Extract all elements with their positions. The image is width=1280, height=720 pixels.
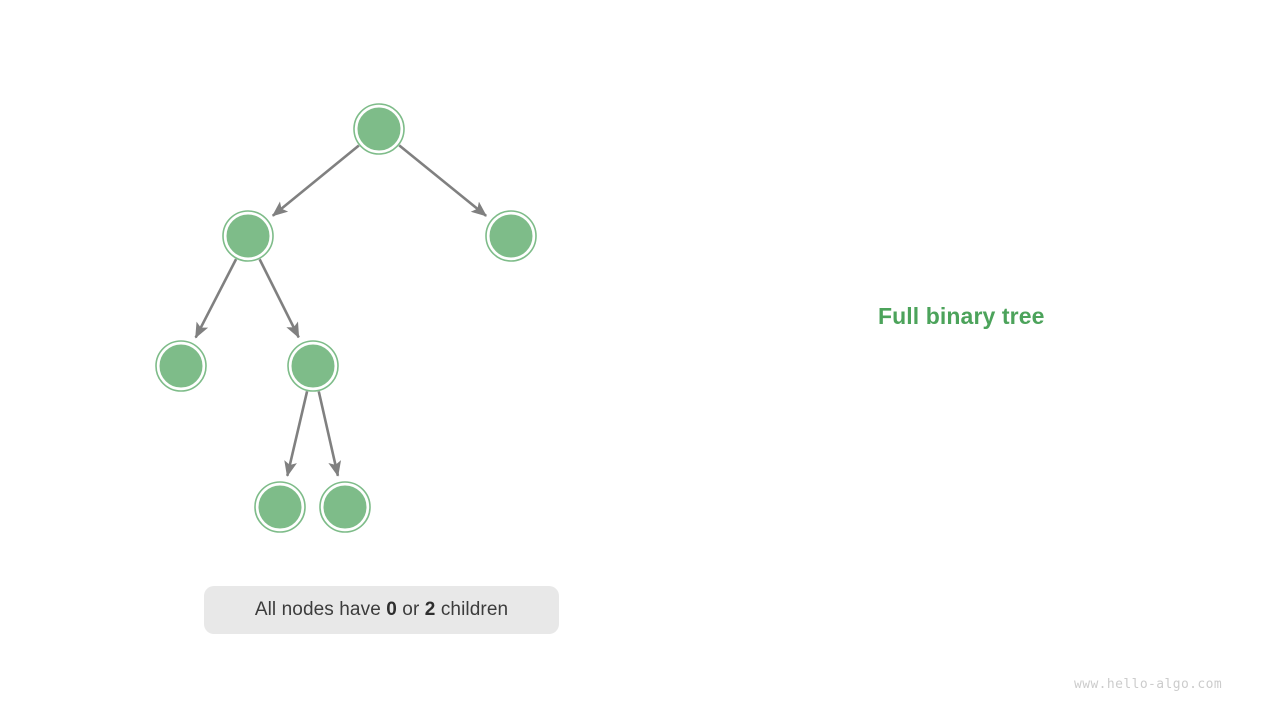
tree-node: [254, 481, 306, 533]
tree-node-outer-ring: [287, 340, 339, 392]
caption-badge: All nodes have 0 or 2 children: [204, 586, 559, 634]
tree-node-outer-ring: [254, 481, 306, 533]
tree-edge: [258, 258, 300, 339]
tree-edge: [398, 144, 487, 217]
tree-node-outer-ring: [353, 103, 405, 155]
tree-node-outer-ring: [155, 340, 207, 392]
tree-node-circle: [357, 107, 401, 151]
tree-node: [155, 340, 207, 392]
tree-edge: [194, 258, 238, 339]
tree-node: [222, 210, 274, 262]
tree-edge: [317, 391, 342, 477]
diagram-title: Full binary tree: [878, 303, 1045, 329]
tree-edge-layer: [194, 144, 487, 477]
tree-node-circle: [323, 485, 367, 529]
caption-suffix: children: [435, 599, 509, 620]
tree-node-outer-ring: [222, 210, 274, 262]
tree-node: [319, 481, 371, 533]
caption-number-two: 2: [424, 599, 436, 620]
caption-text: All nodes have 0 or 2 children: [255, 599, 508, 621]
tree-edge: [271, 144, 360, 217]
tree-node: [485, 210, 537, 262]
site-watermark: www.hello-algo.com: [1074, 677, 1223, 692]
tree-edge: [284, 391, 309, 477]
tree-node-outer-ring: [485, 210, 537, 262]
tree-node: [287, 340, 339, 392]
caption-number-zero: 0: [386, 599, 397, 620]
tree-node: [353, 103, 405, 155]
caption-prefix: All nodes have: [254, 599, 387, 620]
caption-middle: or: [396, 599, 425, 620]
tree-node-circle: [159, 344, 203, 388]
tree-node-circle: [489, 214, 533, 258]
tree-node-circle: [291, 344, 335, 388]
tree-node-circle: [258, 485, 302, 529]
tree-node-layer: [155, 103, 537, 533]
tree-node-outer-ring: [319, 481, 371, 533]
tree-node-circle: [226, 214, 270, 258]
